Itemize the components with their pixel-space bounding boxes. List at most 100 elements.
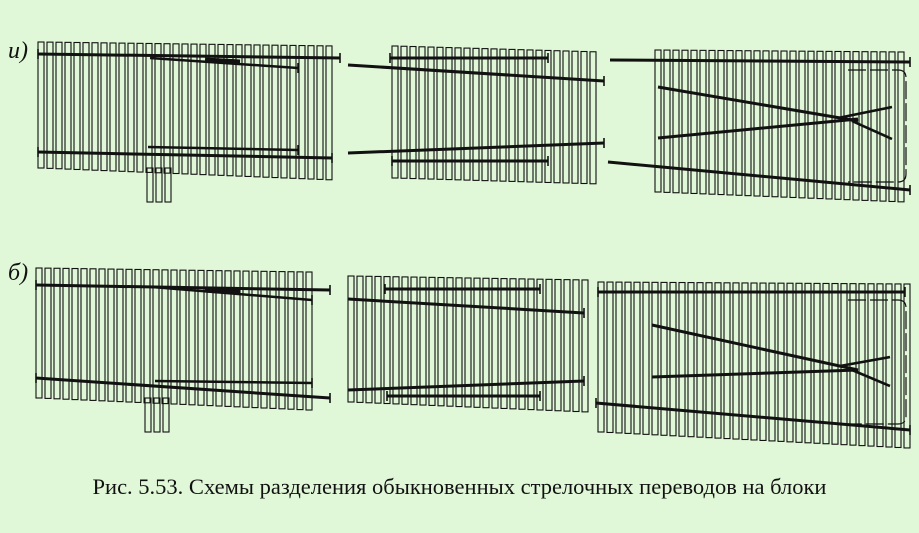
- sleeper: [509, 278, 517, 410]
- rail: [347, 141, 605, 155]
- rail: [609, 58, 911, 64]
- sleeper: [472, 47, 480, 181]
- sleeper: [834, 50, 842, 200]
- sleeper: [633, 281, 641, 435]
- rail: [607, 160, 911, 192]
- sleeper: [518, 278, 526, 410]
- sleeper: [455, 277, 463, 408]
- sleeper: [217, 43, 225, 176]
- sleeper: [116, 268, 124, 403]
- sleeper: [499, 48, 507, 182]
- sleeper: [771, 50, 779, 198]
- sleeper: [563, 279, 571, 412]
- sleeper: [606, 281, 614, 434]
- sleeper: [136, 42, 144, 173]
- sleeper: [750, 282, 758, 441]
- sleeper: [260, 270, 268, 409]
- sleeper: [473, 277, 481, 408]
- sleeper: [71, 267, 79, 401]
- sleeper: [780, 50, 788, 198]
- sleeper: [307, 45, 315, 180]
- sleeper: [572, 279, 580, 413]
- sleeper: [127, 42, 135, 173]
- rail: [651, 368, 859, 379]
- sleeper: [571, 50, 579, 184]
- sleeper: [672, 49, 680, 194]
- rail: [35, 376, 331, 400]
- sleeper: [179, 269, 187, 405]
- sleeper: [491, 277, 499, 409]
- sleeper: [269, 270, 277, 409]
- rail: [651, 323, 859, 372]
- sleeper: [89, 268, 97, 401]
- sleeper: [753, 50, 761, 197]
- sleeper: [795, 282, 803, 443]
- sleeper: [356, 275, 364, 403]
- rail: [204, 57, 241, 65]
- sleeper: [708, 49, 716, 195]
- sleeper: [44, 267, 52, 399]
- sleeper: [80, 268, 88, 401]
- sleeper: [365, 275, 373, 404]
- sleepers-layer: [35, 41, 911, 449]
- sleeper: [897, 51, 905, 203]
- sleeper: [244, 44, 252, 177]
- sleeper: [305, 271, 313, 411]
- sleeper: [64, 41, 72, 170]
- sleeper: [813, 282, 821, 444]
- sleeper: [392, 276, 400, 405]
- sleeper: [699, 49, 707, 195]
- sleeper: [374, 275, 382, 404]
- sleeper: [726, 50, 734, 196]
- sleeper: [654, 49, 662, 193]
- sleeper: [170, 269, 178, 405]
- rail: [37, 52, 341, 60]
- sleeper: [134, 268, 142, 403]
- figure-caption: Рис. 5.53. Схемы разделения обыкновенных…: [92, 474, 827, 499]
- sleeper: [253, 44, 261, 178]
- rail: [657, 85, 859, 123]
- sleeper: [858, 283, 866, 447]
- sleeper: [347, 275, 355, 403]
- sleeper: [199, 43, 207, 176]
- sleeper: [109, 42, 117, 172]
- sleeper: [224, 270, 232, 407]
- sleeper: [535, 49, 543, 183]
- sleeper: [145, 42, 153, 173]
- sleeper: [163, 43, 171, 174]
- sleeper: [208, 43, 216, 176]
- sleeper: [741, 282, 749, 441]
- sleeper: [768, 282, 776, 442]
- sleeper: [526, 49, 534, 183]
- sleeper: [53, 267, 61, 400]
- rails-layer: [35, 49, 911, 435]
- sleeper: [235, 44, 243, 177]
- sleeper: [454, 47, 462, 181]
- sleeper: [481, 48, 489, 182]
- sleeper: [553, 50, 561, 184]
- sleeper: [154, 43, 162, 174]
- sleeper: [46, 41, 54, 169]
- sleeper: [825, 50, 833, 200]
- rail: [35, 283, 331, 292]
- sleeper: [894, 283, 902, 449]
- sleeper: [146, 167, 154, 203]
- sleeper: [278, 271, 286, 410]
- sleeper: [162, 397, 170, 433]
- rail: [347, 63, 605, 83]
- sleeper: [464, 277, 472, 408]
- sleeper: [777, 282, 785, 442]
- sleeper: [554, 278, 562, 412]
- sleeper: [446, 277, 454, 407]
- sleeper: [723, 282, 731, 440]
- sleeper: [428, 276, 436, 406]
- row-label-top: и): [8, 38, 28, 64]
- sleeper: [155, 167, 163, 203]
- rail: [837, 105, 893, 120]
- rail: [595, 401, 911, 432]
- sleeper: [445, 47, 453, 181]
- sleeper: [172, 43, 180, 175]
- sleeper: [903, 283, 911, 449]
- sleeper: [391, 45, 399, 179]
